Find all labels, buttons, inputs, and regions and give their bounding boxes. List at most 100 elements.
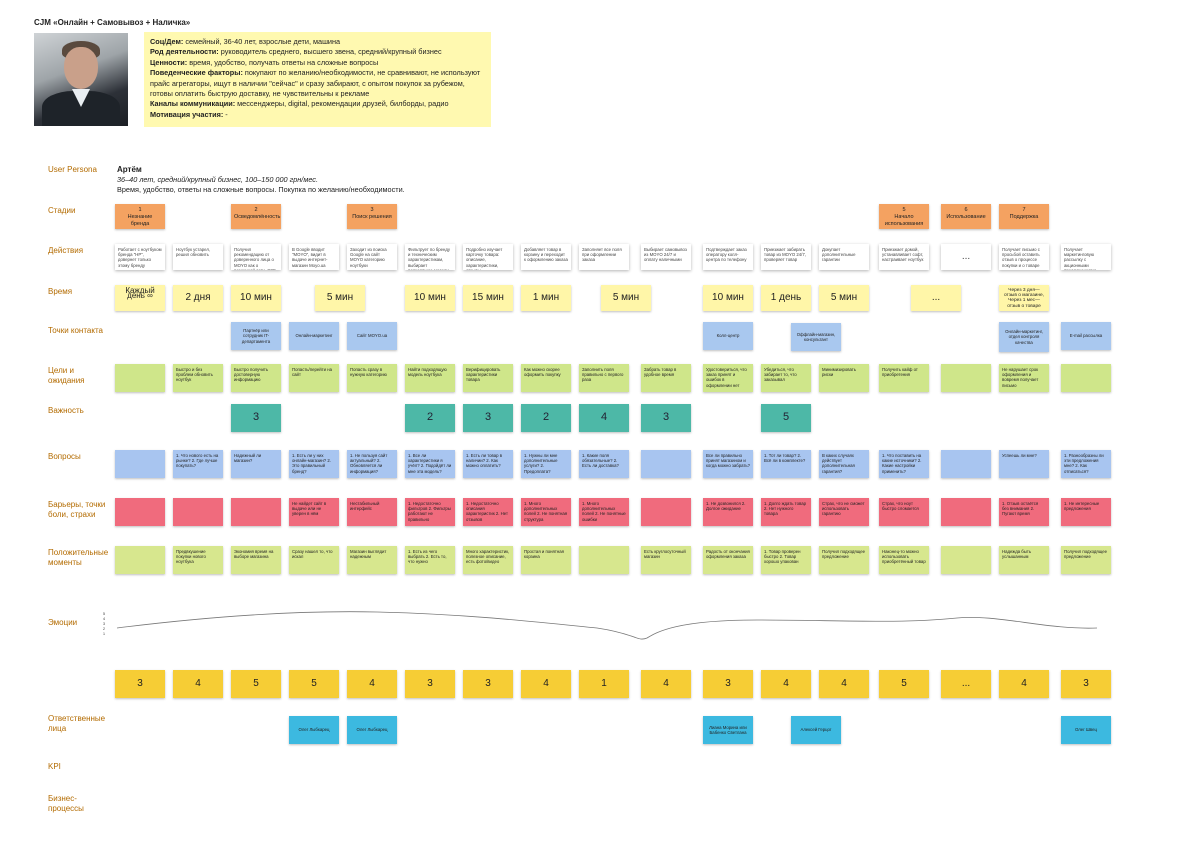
- emotion-axis-tick: 5: [103, 612, 105, 616]
- time-sticky: Через 3 дня—отзыв о магазине, Через 1 ме…: [999, 285, 1049, 311]
- profile-line: Каналы коммуникации: мессенджеры, digita…: [150, 99, 449, 109]
- action-card: ...: [941, 244, 991, 270]
- profile-line: Мотивация участия: -: [150, 109, 228, 119]
- emotion-score-sticky: ...: [941, 670, 991, 698]
- positive-sticky: 1. Товар проверен быстро 2. Товар хорошо…: [761, 546, 811, 574]
- time-sticky: 10 мин: [231, 285, 281, 311]
- emotion-score-sticky: 3: [405, 670, 455, 698]
- question-sticky: Надежный ли магазин?: [231, 450, 281, 478]
- action-card: Выбирает самовывоз из MOYO 24/7 и оплату…: [641, 244, 691, 270]
- action-card: Получает письмо с просьбой оставить отзы…: [999, 244, 1049, 270]
- barrier-sticky: [941, 498, 991, 526]
- action-card: Фильтрует по бренду и техническим характ…: [405, 244, 455, 270]
- barrier-sticky: [173, 498, 223, 526]
- question-sticky: 1. Разнообразны ли эти предложения мне? …: [1061, 450, 1111, 478]
- positive-sticky: Получил подходящее предложение: [819, 546, 869, 574]
- barrier-sticky: 1. Не интересные предложения: [1061, 498, 1111, 526]
- question-sticky: [641, 450, 691, 478]
- positive-sticky: Сразу нашел то, что искал: [289, 546, 339, 574]
- persona-text: Время, удобство, ответы на сложные вопро…: [117, 185, 405, 194]
- contact-point-sticky: Партнёр или сотрудник IT-департамента: [231, 322, 281, 350]
- label-stages: Стадии: [48, 206, 76, 215]
- goal-sticky: Найти подходящую модель ноутбука: [405, 364, 455, 392]
- barrier-sticky: Страх, что ноут быстро сломается: [879, 498, 929, 526]
- question-sticky: В каких случаях действует дополнительная…: [819, 450, 869, 478]
- label-importance: Важность: [48, 406, 84, 415]
- owner-sticky: Олег Лыбкарец: [289, 716, 339, 744]
- time-sticky: 2 дня: [173, 285, 223, 311]
- action-card: Добавляет товар в корзину и переходит к …: [521, 244, 571, 270]
- emotion-score-sticky: 4: [641, 670, 691, 698]
- question-sticky: 1. Есть ли товар в наличии? 2. Как можно…: [463, 450, 513, 478]
- action-card: Работает с ноутбуком бренда "HP", доверн…: [115, 244, 165, 270]
- label-time: Время: [48, 287, 73, 296]
- goal-sticky: Получить кайф от приобретения: [879, 364, 929, 392]
- question-sticky: 1. Какие поля обязательные? 2. Есть ли д…: [579, 450, 629, 478]
- time-sticky: 15 мин: [463, 285, 513, 311]
- emotion-score-sticky: 4: [999, 670, 1049, 698]
- page-title: CJM «Онлайн + Самовывоз + Наличка»: [34, 18, 191, 27]
- positive-sticky: Есть круглосуточный магазин: [641, 546, 691, 574]
- emotion-score-sticky: 5: [289, 670, 339, 698]
- emotion-score-sticky: 5: [231, 670, 281, 698]
- positive-sticky: Наконец-то можно использовать приобретён…: [879, 546, 929, 574]
- persona-profile-card: Соц/Дем: семейный, 36-40 лет, взрослые д…: [144, 32, 491, 127]
- emotion-score-sticky: 4: [761, 670, 811, 698]
- label-owners: Ответственные лица: [48, 714, 106, 733]
- emotion-score-sticky: 4: [347, 670, 397, 698]
- goal-sticky: [941, 364, 991, 392]
- positive-sticky: Много характеристик, полезное описание, …: [463, 546, 513, 574]
- emotion-score-sticky: 4: [819, 670, 869, 698]
- profile-line: Род деятельности: руководитель среднего,…: [150, 47, 442, 57]
- time-sticky: 1 мин: [521, 285, 571, 311]
- action-card: Заходит из поиска Google на сайт MOYO ка…: [347, 244, 397, 270]
- emotion-score-sticky: 4: [173, 670, 223, 698]
- stage-sticky: 2 Осведомлённость: [231, 204, 281, 229]
- action-card: Ноутбук устарел, решил обновить: [173, 244, 223, 270]
- emotion-score-sticky: 1: [579, 670, 629, 698]
- time-sticky: 10 мин: [405, 285, 455, 311]
- barrier-sticky: [115, 498, 165, 526]
- profile-line: Поведенческие факторы: покупают по желан…: [150, 68, 481, 99]
- emotion-score-sticky: 3: [463, 670, 513, 698]
- barrier-sticky: [641, 498, 691, 526]
- profile-line: Ценности: время, удобство, получать отве…: [150, 57, 379, 67]
- owner-sticky: Лиана Морина или Бабенко Светлана: [703, 716, 753, 744]
- question-sticky: Успеешь ли мне?: [999, 450, 1049, 478]
- goal-sticky: Минимизировать риски: [819, 364, 869, 392]
- label-questions: Вопросы: [48, 452, 81, 461]
- label-goals: Цели и ожидания: [48, 366, 85, 385]
- positive-sticky: Радость от окончания оформления заказа: [703, 546, 753, 574]
- positive-sticky: Экономия время на выборе магазина: [231, 546, 281, 574]
- importance-sticky: 2: [521, 404, 571, 432]
- goal-sticky: Попасть/перейти на сайт: [289, 364, 339, 392]
- persona-photo: [34, 33, 128, 126]
- importance-sticky: 2: [405, 404, 455, 432]
- action-card: Подробно изучает карточку товара: описан…: [463, 244, 513, 270]
- label-contacts: Точки контакта: [48, 326, 103, 335]
- barrier-sticky: 1. Много дополнительных полей 2. Не поня…: [521, 498, 571, 526]
- stage-sticky: 3 Поиск решения: [347, 204, 397, 229]
- time-sticky: ...: [911, 285, 961, 311]
- positive-sticky: Магазин выглядит надежным: [347, 546, 397, 574]
- barrier-sticky: [231, 498, 281, 526]
- positive-sticky: [579, 546, 629, 574]
- positive-sticky: Надежда быть услышанным: [999, 546, 1049, 574]
- owner-sticky: Олег Лыбкарец: [347, 716, 397, 744]
- goal-sticky: Забрать товар в удобное время: [641, 364, 691, 392]
- profile-line: Соц/Дем: семейный, 36-40 лет, взрослые д…: [150, 37, 341, 46]
- goal-sticky: [1061, 364, 1111, 392]
- contact-point-sticky: Сайт MOYO.ua: [347, 322, 397, 350]
- stage-sticky: 1 Незнание бренда: [115, 204, 165, 229]
- contact-point-sticky: Онлайн-маркетинг, отдел контроля качеств…: [999, 322, 1049, 352]
- positive-sticky: 1. Есть из чего выбрать 2. Есть то, что …: [405, 546, 455, 574]
- question-sticky: 1. Нужны ли мне дополнительные услуги? 2…: [521, 450, 571, 478]
- time-sticky: 5 мин: [315, 285, 365, 311]
- barrier-sticky: Не найдет сайт в выдаче или не уверен в …: [289, 498, 339, 526]
- time-sticky: 10 мин: [703, 285, 753, 311]
- goal-sticky: Попасть сразу в нужную категорию: [347, 364, 397, 392]
- goal-sticky: Быстро получить достоверную информацию: [231, 364, 281, 392]
- importance-sticky: 5: [761, 404, 811, 432]
- importance-sticky: 3: [641, 404, 691, 432]
- goal-sticky: Не нарушает срок оформления и вовремя по…: [999, 364, 1049, 392]
